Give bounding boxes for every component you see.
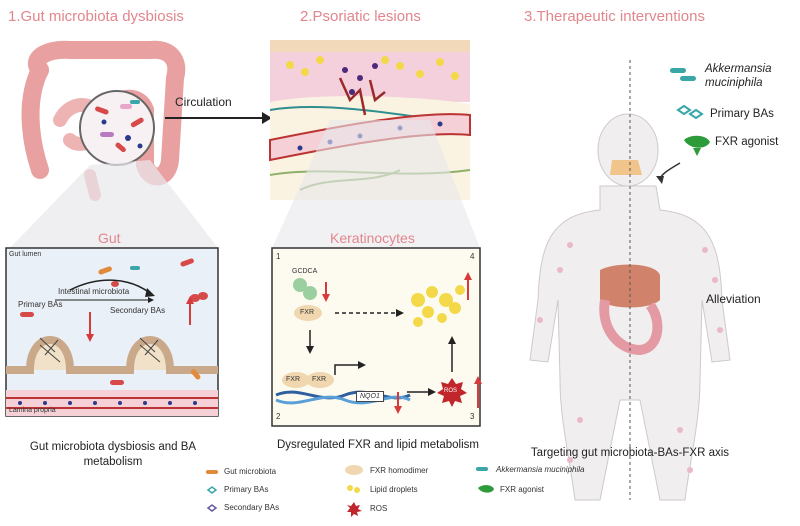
section-title-therapy: 3.Therapeutic interventions	[524, 8, 705, 25]
akkermansia-line1: Akkermansia	[705, 63, 772, 75]
legend-fxr-homodimer: FXR homodimer	[370, 466, 429, 475]
gut-panel-box	[5, 247, 219, 417]
legend-lipid-droplets: Lipid droplets	[370, 485, 418, 494]
legend-secondary-bas: Secondary BAs	[224, 503, 280, 512]
fxr-agonist-label: FXR agonist	[715, 136, 779, 148]
nqo1-label: NQO1	[356, 391, 384, 402]
gut-panel-title: Gut	[98, 230, 121, 246]
therapy-primary-bas-label: Primary BAs	[710, 108, 774, 120]
legend-ros: ROS	[370, 504, 388, 513]
therapy-caption: Targeting gut microbiota-BAs-FXR axis	[530, 447, 730, 459]
legend-akkermansia: Akkermansia muciniphila	[496, 465, 585, 474]
section-title-gut: 1.Gut microbiota dysbiosis	[8, 8, 184, 25]
keratinocytes-panel-title: Keratinocytes	[330, 230, 415, 246]
lamina-propria-label: Lamina propria	[9, 407, 56, 414]
fxr-label: FXR	[300, 309, 314, 316]
ros-label: ROS	[444, 388, 458, 394]
fxr-dimer-left-label: FXR	[286, 376, 300, 383]
alleviation-label: Alleviation	[706, 292, 761, 306]
gut-lumen-label: Gut lumen	[9, 251, 42, 258]
gut-caption-line1: Gut microbiota dysbiosis and BA	[29, 441, 197, 453]
circulation-label: Circulation	[175, 95, 232, 109]
step-number-2: 2	[276, 412, 281, 421]
microbiota-zoom-circle	[79, 90, 155, 166]
microbiota-label: Intestinal microbiota	[58, 287, 130, 296]
gcdca-label: GCDCA	[292, 268, 318, 275]
keratinocyte-caption: Dysregulated FXR and lipid metabolism	[277, 439, 479, 451]
primary-bas-label: Primary BAs	[18, 300, 63, 309]
gut-caption: Gut microbiota dysbiosis and BA metaboli…	[0, 440, 226, 470]
legend-fxr-agonist: FXR agonist	[500, 485, 545, 494]
legend-primary-bas: Primary BAs	[224, 485, 269, 494]
human-body-illustration	[529, 60, 731, 501]
akkermansia-label: Akkermansia muciniphila	[705, 62, 771, 90]
secondary-bas-label: Secondary BAs	[110, 306, 166, 315]
step-number-4: 4	[470, 252, 475, 261]
gut-caption-line2: metabolism	[83, 456, 143, 468]
step-number-1: 1	[276, 252, 281, 261]
legend-gut-microbiota: Gut microbiota	[224, 467, 277, 476]
step-number-3: 3	[470, 412, 475, 421]
section-title-skin: 2.Psoriatic lesions	[300, 8, 421, 25]
fxr-dimer-right-label: FXR	[312, 376, 326, 383]
akkermansia-line2: muciniphila	[705, 77, 763, 89]
